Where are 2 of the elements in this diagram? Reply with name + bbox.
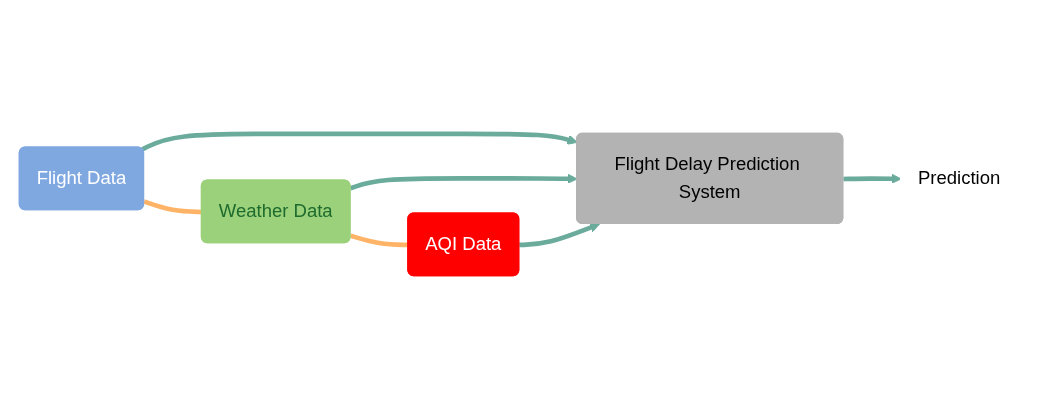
node-text: Prediction [917, 168, 1001, 188]
arrow [519, 222, 600, 248]
